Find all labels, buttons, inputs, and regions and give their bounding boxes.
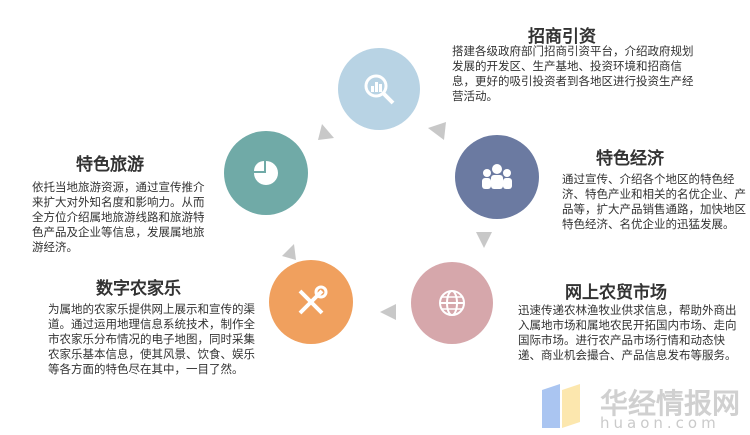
watermark-name: 华经情报网 [600, 387, 741, 420]
arrow-icon [282, 244, 296, 260]
desc-farm-stay: 为属地的农家乐提供网上展示和宣传的渠道。通过运用地理信息系统技术，制作全市农家乐… [48, 302, 255, 376]
circle-farm-stay [269, 260, 353, 344]
desc-online-market: 迅速传递农林渔牧业供求信息，帮助外商出入属地市场和属地农民开拓国内市场、走向国际… [518, 303, 737, 362]
watermark-logo [542, 384, 580, 428]
globe-icon [439, 290, 465, 316]
search-chart-icon [364, 74, 395, 105]
title-online-market: 网上农贸市场 [565, 283, 667, 303]
arrow-icon [318, 124, 334, 140]
title-tourism: 特色旅游 [76, 155, 144, 175]
tools-icon [298, 285, 328, 315]
pie-chart-icon [254, 161, 278, 185]
desc-investment: 搭建各级政府部门招商引资平台，介绍政府规划发展的开发区、生产基地、投资环境和招商… [452, 44, 694, 103]
arrow-icon [428, 122, 446, 140]
title-farm-stay: 数字农家乐 [96, 279, 181, 299]
watermark-url: huaon.com [600, 414, 720, 432]
desc-tourism: 依托当地旅游资源，通过宣传推介来扩大对外知名度和影响力。从而全方位介绍属地旅游线… [32, 180, 205, 254]
people-group-icon [482, 164, 512, 189]
circle-online-market [411, 262, 493, 344]
circle-investment [338, 48, 420, 130]
arrow-icon [476, 232, 492, 248]
circle-tourism [224, 131, 308, 215]
circle-special-economy [455, 135, 539, 219]
arrow-icon [380, 304, 396, 320]
desc-special-economy: 通过宣传、介绍各个地区的特色经济、特色产业和相关的名优企业、产品等，扩大产品销售… [562, 172, 746, 231]
title-special-economy: 特色经济 [596, 149, 664, 169]
title-investment: 招商引资 [528, 27, 596, 47]
